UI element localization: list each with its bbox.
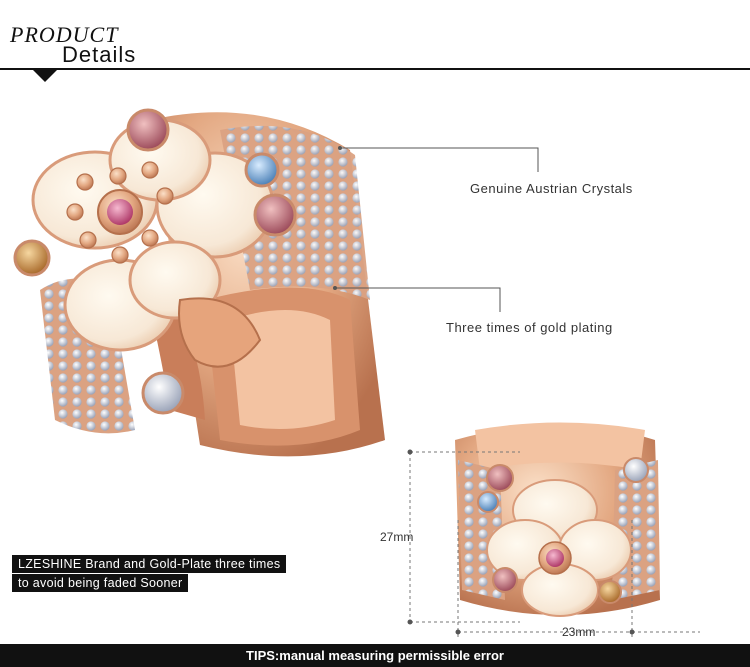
- callout-crystals: Genuine Austrian Crystals: [470, 181, 633, 196]
- dimension-width: 23mm: [562, 625, 596, 639]
- header-title-product: PRODUCT: [10, 22, 119, 47]
- callout-plating: Three times of gold plating: [446, 320, 613, 335]
- tips-bar: TIPS:manual measuring permissible error: [0, 644, 750, 667]
- small-ring: [455, 422, 660, 617]
- main-ring: [13, 108, 385, 457]
- banner-line-2: to avoid being faded Sooner: [12, 574, 189, 592]
- section-header: PRODUCT Details: [0, 0, 750, 90]
- dimension-guides: [409, 451, 700, 640]
- header-triangle-icon: [33, 70, 57, 82]
- header-title-details: Details: [62, 42, 137, 67]
- callout-leaders: [335, 147, 539, 312]
- dimension-height: 27mm: [380, 530, 414, 544]
- header-divider: [0, 68, 750, 70]
- banner-line-1: LZESHINE Brand and Gold-Plate three time…: [12, 555, 287, 573]
